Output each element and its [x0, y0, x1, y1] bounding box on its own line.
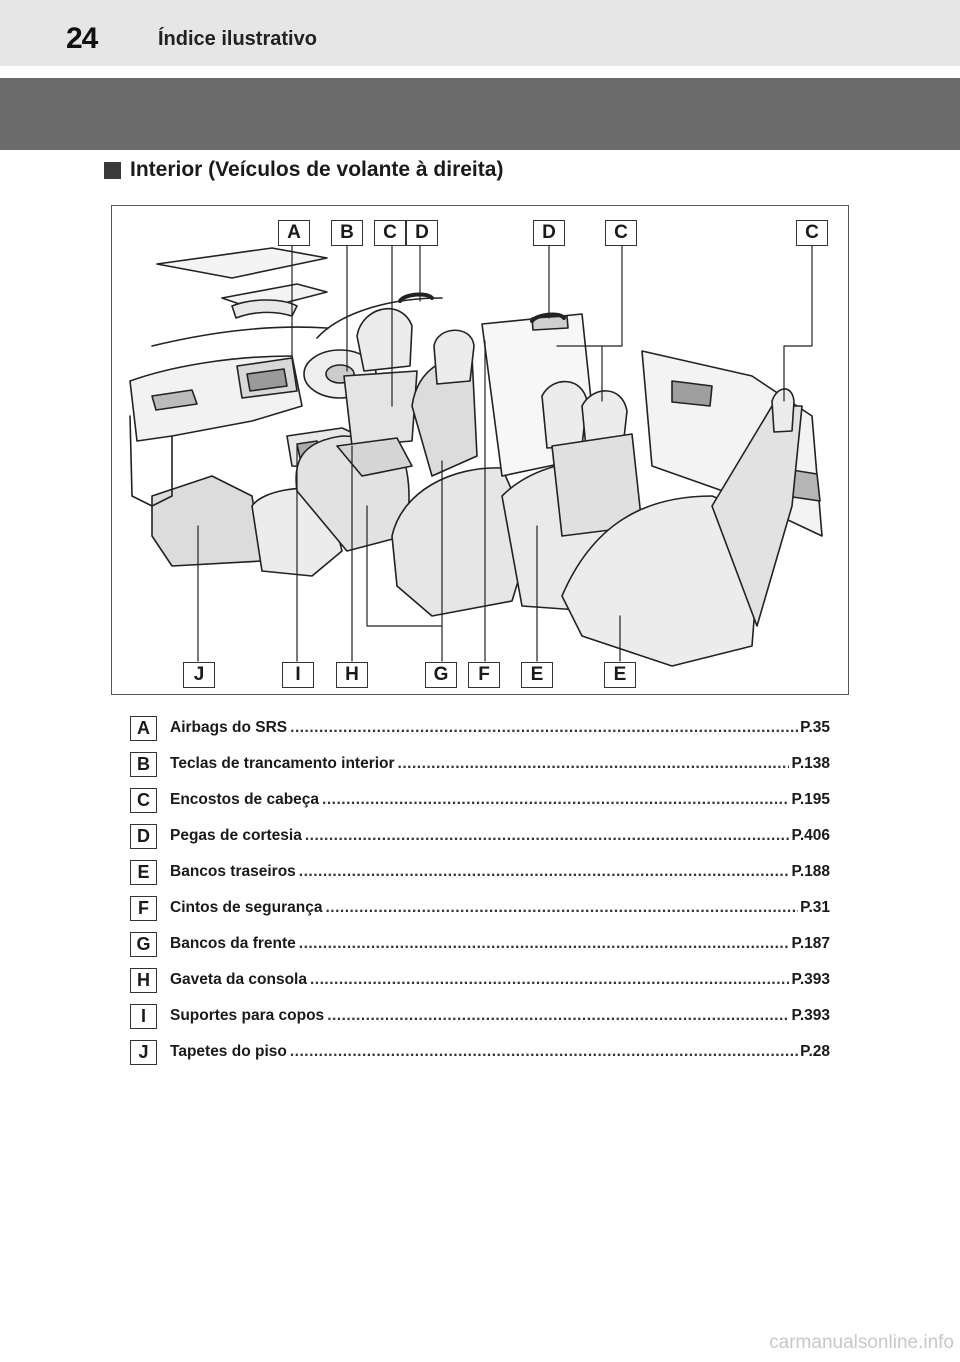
leader-dots: ........................................…: [325, 899, 799, 916]
leader-dots: ........................................…: [304, 827, 790, 844]
callout-c-rear: C: [605, 220, 637, 246]
subsection-heading: Interior (Veículos de volante à direita): [104, 158, 503, 182]
callout-j: J: [183, 662, 215, 688]
leader-dots: ........................................…: [397, 755, 790, 772]
legend-list: A Airbags do SRS .......................…: [130, 710, 830, 1070]
legend-item: J Tapetes do piso ......................…: [130, 1034, 830, 1070]
car-interior-drawing: [129, 245, 823, 667]
legend-label: Encostos de cabeça: [170, 791, 320, 808]
legend-page-ref[interactable]: P.35: [800, 719, 830, 736]
legend-label: Bancos da frente: [170, 935, 296, 952]
legend-page-ref[interactable]: P.393: [791, 971, 830, 988]
leader-dots: ........................................…: [289, 1043, 799, 1060]
subsection-title: Interior (Veículos de volante à direita): [130, 158, 504, 181]
callout-d-rear: D: [533, 220, 565, 246]
legend-label: Gaveta da consola: [170, 971, 307, 988]
legend-item: C Encostos de cabeça ...................…: [130, 782, 830, 818]
legend-page-ref[interactable]: P.138: [791, 755, 830, 772]
legend-page-ref[interactable]: P.187: [791, 935, 830, 952]
section-title: Índice ilustrativo: [158, 28, 317, 50]
leader-dots: ........................................…: [298, 863, 790, 880]
legend-letter: G: [130, 931, 157, 957]
legend-label: Suportes para copos: [170, 1007, 325, 1024]
leader-dots: ........................................…: [309, 971, 790, 988]
legend-item: E Bancos traseiros .....................…: [130, 854, 830, 890]
leader-dots: ........................................…: [327, 1007, 790, 1024]
leader-dots: ........................................…: [322, 791, 790, 808]
legend-item: A Airbags do SRS .......................…: [130, 710, 830, 746]
legend-letter: F: [130, 895, 157, 921]
square-bullet-icon: [104, 161, 121, 179]
callout-f: F: [468, 662, 500, 688]
page-header: 24 Índice ilustrativo: [0, 0, 960, 66]
legend-letter: D: [130, 823, 157, 849]
callout-c-third: C: [796, 220, 828, 246]
callout-h: H: [336, 662, 368, 688]
callout-b: B: [331, 220, 363, 246]
legend-page-ref[interactable]: P.28: [800, 1043, 830, 1060]
legend-label: Bancos traseiros: [170, 863, 296, 880]
legend-page-ref[interactable]: P.406: [791, 827, 830, 844]
legend-letter: J: [130, 1039, 157, 1065]
legend-item: I Suportes para copos ..................…: [130, 998, 830, 1034]
page-number: 24: [66, 22, 98, 55]
legend-letter: I: [130, 1003, 157, 1029]
leader-dots: ........................................…: [290, 719, 799, 736]
legend-letter: H: [130, 967, 157, 993]
legend-letter: C: [130, 787, 157, 813]
legend-label: Tapetes do piso: [170, 1043, 287, 1060]
callout-g: G: [425, 662, 457, 688]
legend-label: Airbags do SRS: [170, 719, 288, 736]
callout-d: D: [406, 220, 438, 246]
callout-e-third: E: [604, 662, 636, 688]
legend-label: Cintos de segurança: [170, 899, 323, 916]
legend-page-ref[interactable]: P.188: [791, 863, 830, 880]
watermark: carmanualsonline.info: [769, 1332, 954, 1353]
legend-label: Teclas de trancamento interior: [170, 755, 395, 772]
callout-a: A: [278, 220, 310, 246]
legend-letter: E: [130, 859, 157, 885]
header-band: [0, 78, 960, 150]
interior-illustration: A B C D D C C J I H G F E E: [111, 205, 849, 695]
callout-c: C: [374, 220, 406, 246]
legend-letter: B: [130, 751, 157, 777]
legend-label: Pegas de cortesia: [170, 827, 302, 844]
callout-i: I: [282, 662, 314, 688]
legend-page-ref[interactable]: P.195: [791, 791, 830, 808]
leader-dots: ........................................…: [298, 935, 790, 952]
legend-item: D Pegas de cortesia ....................…: [130, 818, 830, 854]
legend-item: G Bancos da frente .....................…: [130, 926, 830, 962]
legend-page-ref[interactable]: P.393: [791, 1007, 830, 1024]
callout-e: E: [521, 662, 553, 688]
legend-item: F Cintos de segurança ..................…: [130, 890, 830, 926]
legend-item: H Gaveta da consola ....................…: [130, 962, 830, 998]
legend-item: B Teclas de trancamento interior .......…: [130, 746, 830, 782]
legend-page-ref[interactable]: P.31: [800, 899, 830, 916]
legend-letter: A: [130, 715, 157, 741]
